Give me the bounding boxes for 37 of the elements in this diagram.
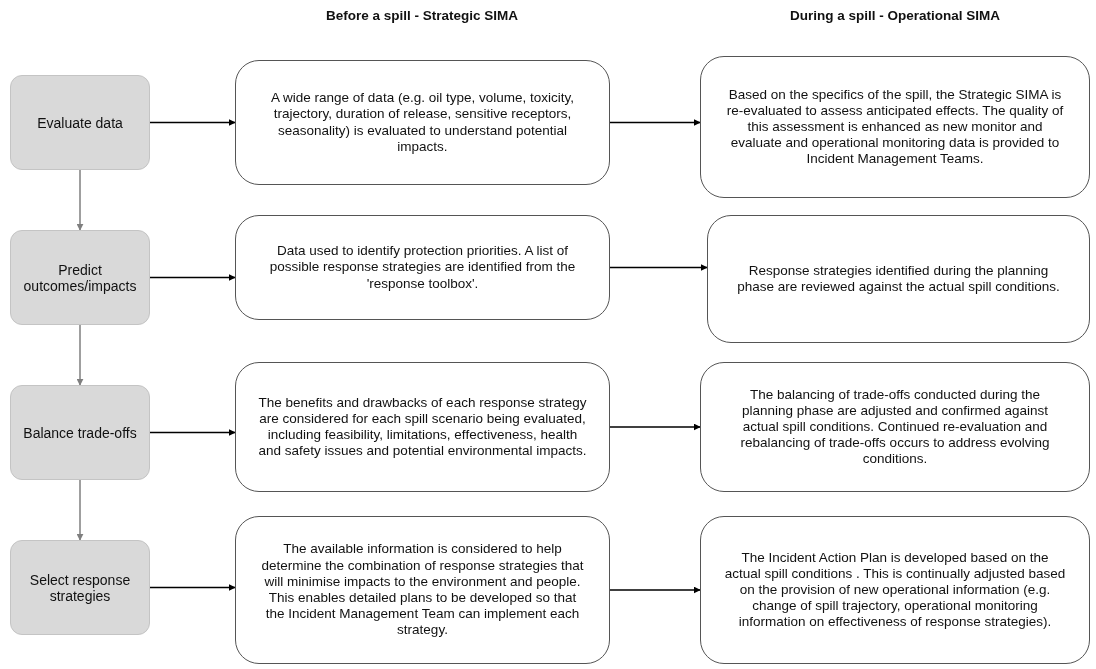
description-box (235, 362, 610, 492)
arrow (609, 264, 708, 271)
column-heading: During a spill - Operational SIMA (790, 8, 1000, 23)
arrow (76, 479, 84, 541)
arrow (76, 324, 84, 386)
description-text: Data used to identify protection priorities. A list of possible response strategies are identified from the 'response toolbox'. (268, 243, 577, 292)
arrow (609, 586, 701, 594)
description-box (235, 60, 610, 185)
arrow (609, 119, 701, 126)
arrow (149, 429, 236, 436)
step-label: Predict outcomes/impacts (22, 261, 138, 294)
step-box (10, 540, 150, 635)
description-box (700, 362, 1090, 492)
arrow (149, 274, 236, 281)
description-box (235, 215, 610, 320)
description-text: The balancing of trade-offs conducted during the planning phase are adjusted and confirmed against actual spill conditions. Continued re-evaluation and rebalancing of trade-offs occurs to address evolving conditions. (739, 386, 1051, 468)
step-label: Select response strategies (28, 571, 132, 604)
step-box (10, 75, 150, 170)
arrow (76, 169, 84, 231)
description-box (700, 56, 1090, 198)
description-text: A wide range of data (e.g. oil type, volume, toxicity, trajectory, duration of release, sensitive receptors, seasonality) is evaluated to understand potential impacts. (270, 90, 575, 155)
step-box (10, 230, 150, 325)
description-text: Response strategies identified during the planning phase are reviewed against the actual spill conditions. (736, 262, 1061, 296)
arrow (149, 119, 236, 126)
arrow (149, 584, 236, 591)
description-text: The Incident Action Plan is developed based on the actual spill conditions . This is continually adjusted based on the provision of new operational information (e.g. change of spill trajectory, operational monitoring information on effectiveness of response strategies). (723, 549, 1067, 631)
column-heading: Before a spill - Strategic SIMA (326, 8, 518, 23)
description-box (700, 516, 1090, 664)
description-text: The available information is considered to help determine the combination of response strategies that will minimise impacts to the environment and people. This enables detailed plans to be developed so that the Incident Management Team can implement each strategy. (260, 541, 585, 639)
step-box (10, 385, 150, 480)
description-text: Based on the specifics of the spill, the Strategic SIMA is re-evaluated to assess anticipated effects. The quality of this assessment is enhanced as new monitor and evaluate and operational monitoring data is provided to Incident Management Teams. (725, 86, 1065, 168)
arrow (609, 423, 701, 431)
step-label: Balance trade-offs (23, 424, 137, 441)
description-box (707, 215, 1090, 343)
step-label: Evaluate data (37, 114, 123, 131)
description-box (235, 516, 610, 664)
description-text: The benefits and drawbacks of each response strategy are considered for each spill scenario being evaluated, including feasibility, limitations, effectiveness, health and safety issues and potential environmental impacts. (258, 394, 587, 460)
